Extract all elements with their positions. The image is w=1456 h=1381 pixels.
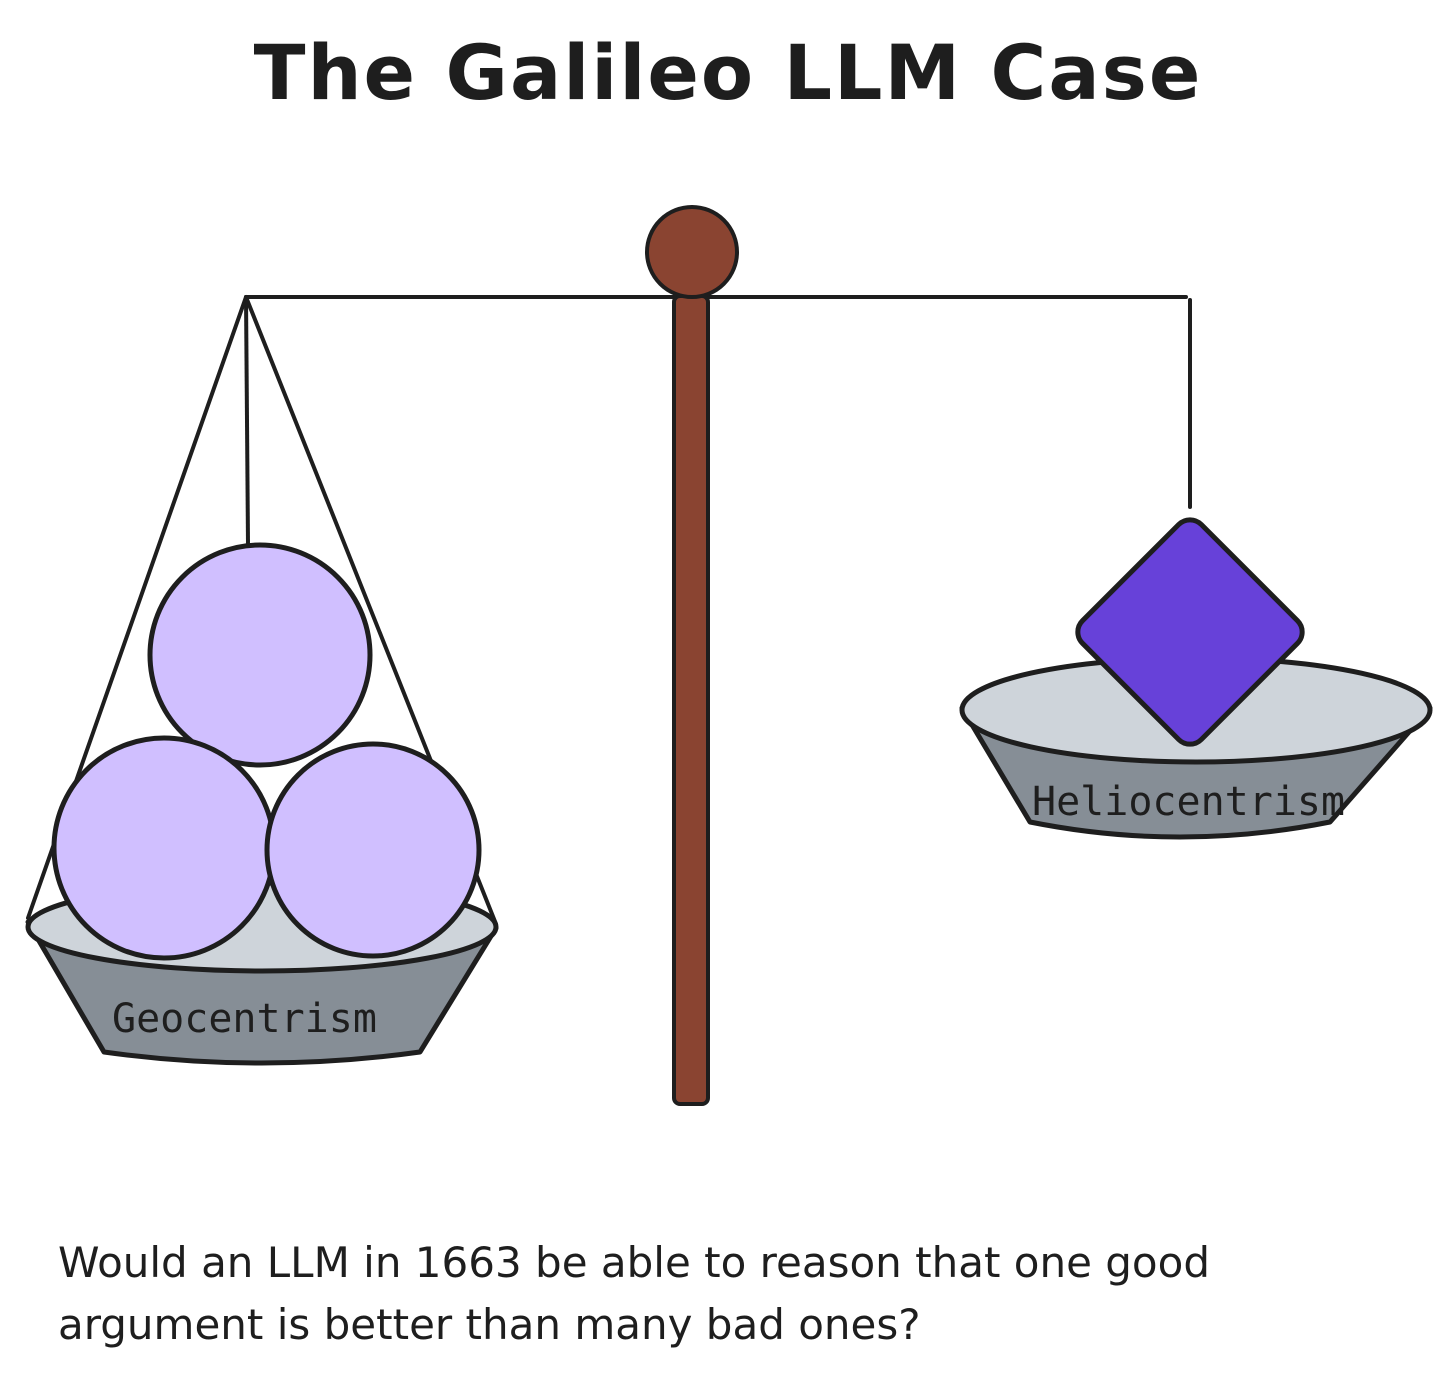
diagram-title: The Galileo LLM Case xyxy=(253,28,1203,117)
caption-line: Would an LLM in 1663 be able to reason t… xyxy=(58,1238,1210,1287)
bad-argument-ball xyxy=(264,741,482,959)
scale-post xyxy=(672,294,710,1106)
good-argument-diamond xyxy=(1075,517,1305,747)
right-pan xyxy=(959,655,1433,840)
caption-line: argument is better than many bad ones? xyxy=(58,1300,921,1349)
left-pan-label: Geocentrism xyxy=(112,996,377,1042)
bad-argument-ball xyxy=(51,735,277,961)
right-pan-label: Heliocentrism xyxy=(1032,779,1345,825)
diagram-caption: Would an LLM in 1663 be able to reason t… xyxy=(58,1232,1398,1356)
bad-argument-ball xyxy=(147,542,373,768)
geocentrism-weights xyxy=(51,542,482,961)
scale-knob xyxy=(645,205,739,299)
